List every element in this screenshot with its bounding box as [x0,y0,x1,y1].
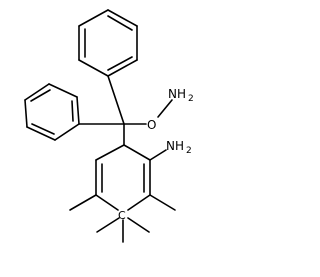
bond [95,144,125,161]
bond [78,9,109,27]
methyl-bond [96,217,120,233]
ring-carbon-label: C [118,209,126,222]
oxygen-label: O [147,118,156,132]
methyl-bond [127,217,150,233]
bond [107,75,125,125]
methyl-bond [69,194,97,211]
bond [95,194,119,211]
bond [149,149,167,161]
bond-double-inner [31,123,55,135]
bond [157,99,173,118]
hydroxylamine-subscript: 2 [188,94,194,104]
hydroxylamine-nh-label: NH [168,87,186,101]
methyl-bond [149,194,176,211]
bond [123,144,151,161]
bond-double-inner [30,89,51,102]
bond [107,59,138,77]
molecule-drawing: O NH 2 NH 2 C [24,9,194,243]
bond-double-inner [107,56,133,71]
bond [76,96,80,125]
bond [78,59,109,77]
bond-double-inner [71,100,74,122]
amino-subscript: 2 [186,146,192,156]
bond-double-inner [107,15,133,31]
top-phenyl-ring [78,9,138,77]
bond [54,123,80,141]
structure-diagram: O NH 2 NH 2 C [24,9,194,243]
bond [24,83,50,101]
left-phenyl-ring [24,83,80,141]
bond [26,126,56,141]
bond [48,83,78,98]
bond [127,194,151,211]
amino-nh-label: NH [166,139,184,153]
bond [24,99,28,128]
lower-ring [95,144,151,211]
bond [107,9,138,27]
